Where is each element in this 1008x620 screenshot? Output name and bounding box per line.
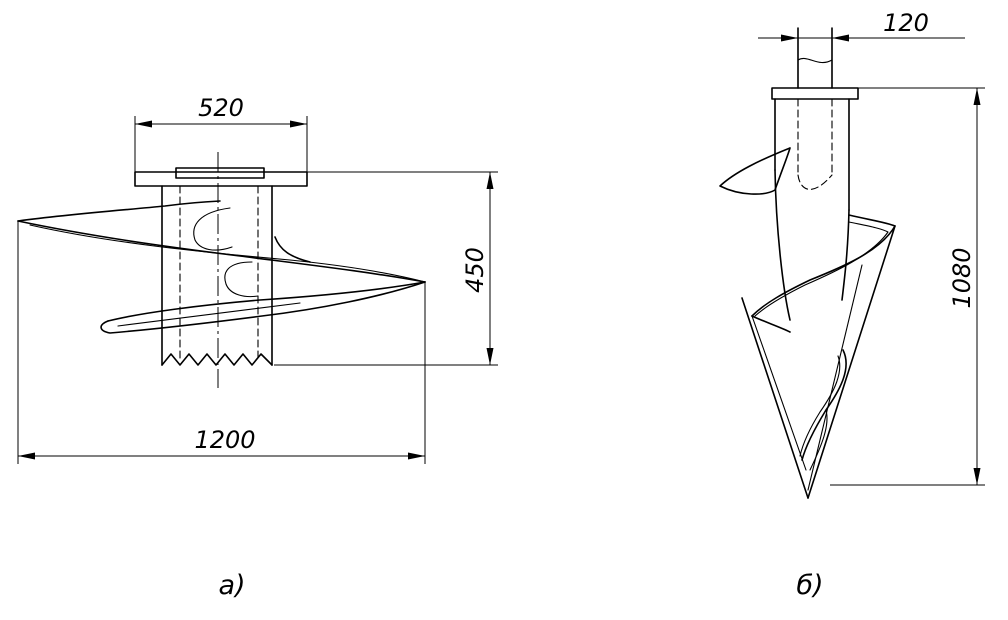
dim-1080-arrow-bottom — [973, 468, 981, 485]
dim-120-arrow-left — [781, 34, 798, 42]
helix-flight-lower — [751, 315, 791, 333]
dim-1200-arrow-right — [408, 452, 425, 460]
figure-b-conical-auger: 120 1080 б) — [719, 9, 985, 601]
caption-a: a) — [218, 570, 245, 601]
dim-520-label: 520 — [198, 94, 244, 122]
cone-inner-left — [751, 315, 807, 471]
lower-helix-bottom — [100, 281, 426, 334]
shaft-bore — [797, 98, 833, 176]
lower-spiral-edge — [809, 409, 828, 471]
cutting-teeth — [161, 353, 273, 366]
dim-1200-label: 1200 — [194, 426, 255, 454]
dim-120-label: 120 — [883, 9, 929, 37]
dim-120-extensions — [797, 28, 833, 45]
lower-spiral-inner — [799, 355, 841, 457]
lower-helix-inner — [117, 302, 301, 327]
helix-flight-inner — [754, 221, 889, 317]
flange-boss — [175, 167, 265, 179]
cone-outer-left — [741, 297, 809, 499]
shaft-body — [774, 98, 850, 211]
shaft-outline — [161, 185, 273, 366]
shaft-bore-curve — [797, 174, 833, 190]
cone-right-side — [841, 209, 850, 301]
top-plate — [771, 87, 859, 100]
caption-b: б) — [796, 570, 823, 601]
cone-outer-right — [807, 225, 896, 499]
helix-flight-upper — [751, 214, 896, 317]
dim-520-arrow-right — [290, 120, 307, 128]
dim-1200-arrow-left — [18, 452, 35, 460]
upper-helix-top — [274, 236, 311, 263]
shaft-break-line — [797, 58, 833, 64]
dim-120-arrow-right — [832, 34, 849, 42]
dim-520-extensions — [134, 116, 308, 172]
dim-450-label: 450 — [461, 247, 489, 293]
dim-520-arrow-left — [135, 120, 152, 128]
lower-helix-top — [107, 281, 426, 322]
blade-joint-curve-2 — [224, 261, 259, 298]
dim-1080-arrow-top — [973, 88, 981, 105]
cone-left-side — [774, 169, 791, 321]
flange-plate — [134, 171, 308, 187]
dim-1080-label: 1080 — [948, 247, 976, 308]
upper-helix-underside — [17, 220, 426, 283]
upper-helix-blade — [17, 200, 221, 222]
cone-inner-right — [807, 264, 863, 491]
upper-blade — [719, 147, 791, 195]
dim-450-arrow-top — [486, 172, 494, 189]
upper-helix-edge — [29, 224, 426, 283]
dim-450-extensions — [274, 171, 498, 366]
dim-1200-extensions — [17, 221, 426, 464]
dim-450-arrow-bottom — [486, 348, 494, 365]
dim-1080-extensions — [830, 87, 985, 486]
shaft-bore — [179, 185, 259, 361]
blade-joint-curve-1 — [193, 207, 233, 251]
figure-a-auger: 520 450 1200 a) — [17, 94, 498, 601]
